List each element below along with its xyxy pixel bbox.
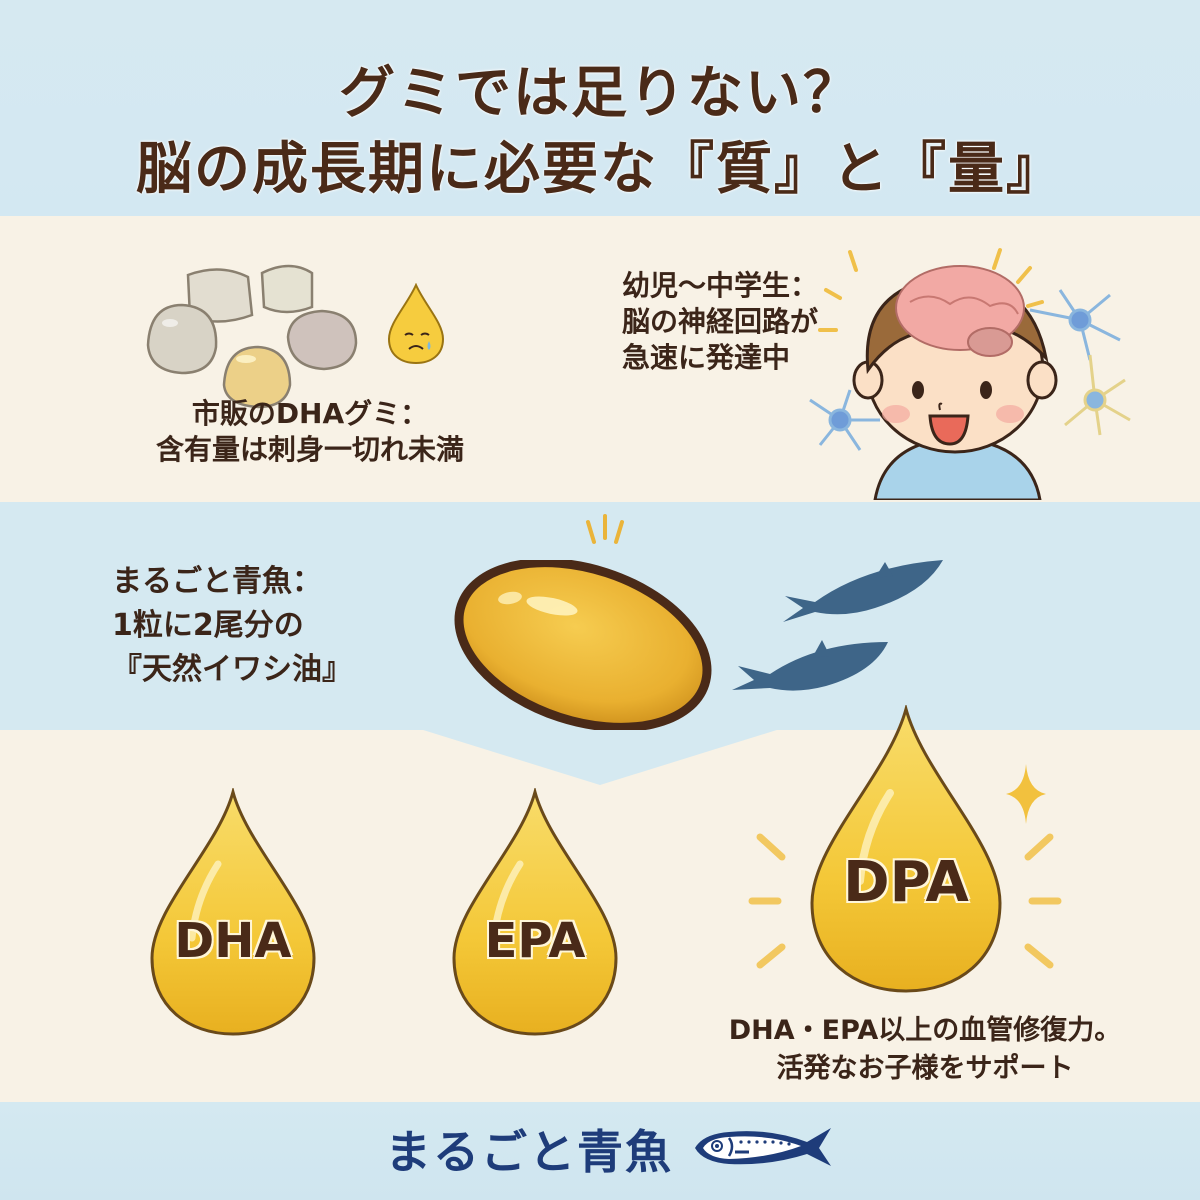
dpa-caption: DHA・EPA以上の血管修復力。 活発なお子様をサポート [700, 1012, 1150, 1088]
sparkle-icon [570, 512, 640, 552]
capsule-caption: まるごと青魚： 1粒に2尾分の 『天然イワシ油』 [112, 560, 412, 692]
star-sparkle-icon [1004, 762, 1048, 826]
capsule-caption-line-2: 1粒に2尾分の [112, 608, 304, 643]
child-caption-line-1: 幼児〜中学生： [622, 269, 819, 302]
gummy-caption-line-1: 市販のDHAグミ： [191, 397, 429, 430]
gummy-caption: 市販のDHAグミ： 含有量は刺身一切れ未満 [130, 396, 490, 468]
child-brain-illustration [790, 230, 1150, 502]
capsule-caption-line-3: 『天然イワシ油』 [112, 652, 352, 687]
dha-label: DHA [174, 913, 292, 969]
neuron-icon [809, 289, 1121, 451]
child-caption-line-3: 急速に発達中 [622, 341, 791, 374]
sad-oil-drop-icon [385, 282, 447, 365]
footer-band [0, 1102, 1200, 1200]
dpa-label: DPA [843, 850, 969, 915]
epa-label: EPA [484, 913, 586, 969]
epa-drop: EPA [450, 788, 620, 1038]
gummy-caption-line-2: 含有量は刺身一切れ未満 [155, 433, 464, 466]
dpa-caption-line-1: DHA・EPA以上の血管修復力。 [728, 1015, 1122, 1046]
dha-drop: DHA [148, 788, 318, 1038]
fish-logo-icon [689, 1122, 839, 1176]
brand-logo: まるごと青魚 [385, 1114, 839, 1184]
sparkle-icon [740, 765, 1070, 1015]
title-line-2: 脳の成長期に必要な『質』と『量』 [136, 137, 1064, 202]
child-caption-line-2: 脳の神経回路が [622, 305, 819, 338]
dpa-drop: DPA [808, 705, 1004, 995]
gummy-candies-icon [140, 255, 370, 415]
logo-text: まるごと青魚 [385, 1125, 673, 1179]
fish-oil-capsule-icon [448, 558, 718, 732]
page-title: グミでは足りない？ 脳の成長期に必要な『質』と『量』 [0, 56, 1200, 208]
dpa-caption-line-2: 活発なお子様をサポート [776, 1053, 1074, 1084]
child-caption: 幼児〜中学生： 脳の神経回路が 急速に発達中 [622, 268, 882, 376]
sardine-icon [728, 632, 908, 712]
capsule-caption-line-1: まるごと青魚： [112, 564, 322, 599]
sardine-icon [775, 552, 955, 632]
title-line-1: グミでは足りない？ [339, 61, 861, 126]
header-band [0, 0, 1200, 216]
down-arrow-shape [420, 729, 780, 785]
